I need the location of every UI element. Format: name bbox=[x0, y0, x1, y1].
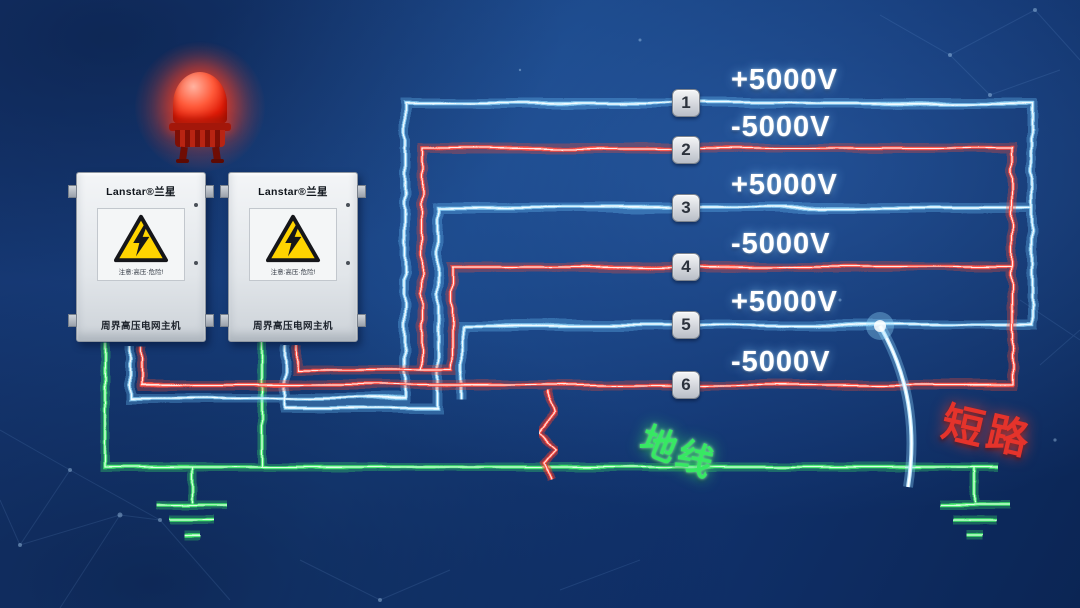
mounting-tab bbox=[205, 185, 214, 198]
mounting-tab bbox=[220, 185, 229, 198]
arc-impact-spark bbox=[874, 320, 886, 332]
controller-box-1: Lanstar®兰星 注意:高压·危险! 周界高压电网主机 bbox=[68, 172, 214, 342]
warning-caption: 注意:高压·危险! bbox=[118, 269, 164, 276]
device-name-label: 周界高压电网主机 bbox=[252, 321, 333, 332]
beacon-collar bbox=[169, 123, 231, 131]
wire-number-badge-1: 1 bbox=[672, 89, 700, 117]
controller-box-2: Lanstar®兰星 注意:高压·危险! 周界高压电网主机 bbox=[220, 172, 366, 342]
voltage-label-3: +5000V bbox=[731, 169, 838, 201]
ground-wire-mid bbox=[103, 340, 1012, 537]
mounting-tab bbox=[357, 185, 366, 198]
beacon-pad-left bbox=[176, 159, 189, 163]
short-circuit-arc bbox=[866, 312, 912, 487]
beacon-base bbox=[175, 130, 225, 147]
voltage-label-4: -5000V bbox=[731, 228, 831, 260]
wire-number-badge-6: 6 bbox=[672, 371, 700, 399]
screw-dot bbox=[194, 261, 198, 265]
brand-label: Lanstar®兰星 bbox=[258, 186, 328, 198]
brand-label: Lanstar®兰星 bbox=[106, 186, 176, 198]
wire-number-badge-4: 4 bbox=[672, 253, 700, 281]
mounting-tab bbox=[205, 314, 214, 327]
beacon-dome bbox=[173, 72, 227, 124]
mounting-tab bbox=[68, 185, 77, 198]
screw-dot bbox=[346, 203, 350, 207]
mounting-tab bbox=[68, 314, 77, 327]
ground-wire-glow bbox=[105, 342, 1010, 535]
plexus-dots bbox=[18, 8, 1057, 602]
high-voltage-warning-icon bbox=[113, 214, 169, 263]
wire-number-badge-5: 5 bbox=[672, 311, 700, 339]
alarm-beacon-icon bbox=[135, 42, 265, 172]
screw-dot bbox=[346, 261, 350, 265]
warning-plate: 注意:高压·危险! bbox=[249, 208, 337, 281]
voltage-label-6: -5000V bbox=[731, 346, 831, 378]
warning-caption: 注意:高压·危险! bbox=[270, 269, 316, 276]
warning-plate: 注意:高压·危险! bbox=[97, 208, 185, 281]
screw-dot bbox=[194, 203, 198, 207]
wire-number-badge-3: 3 bbox=[672, 194, 700, 222]
voltage-label-2: -5000V bbox=[731, 111, 831, 143]
mounting-tab bbox=[220, 314, 229, 327]
voltage-label-5: +5000V bbox=[731, 286, 838, 318]
plexus-lines bbox=[0, 9, 1080, 608]
wire-number-badge-2: 2 bbox=[672, 136, 700, 164]
mounting-tab bbox=[357, 314, 366, 327]
ground-wire bbox=[105, 342, 1010, 535]
voltage-label-1: +5000V bbox=[731, 64, 838, 96]
ground-wire-core bbox=[104, 341, 1011, 536]
beacon-pad-right bbox=[211, 159, 224, 163]
high-voltage-warning-icon bbox=[265, 214, 321, 263]
device-name-label: 周界高压电网主机 bbox=[100, 321, 181, 332]
